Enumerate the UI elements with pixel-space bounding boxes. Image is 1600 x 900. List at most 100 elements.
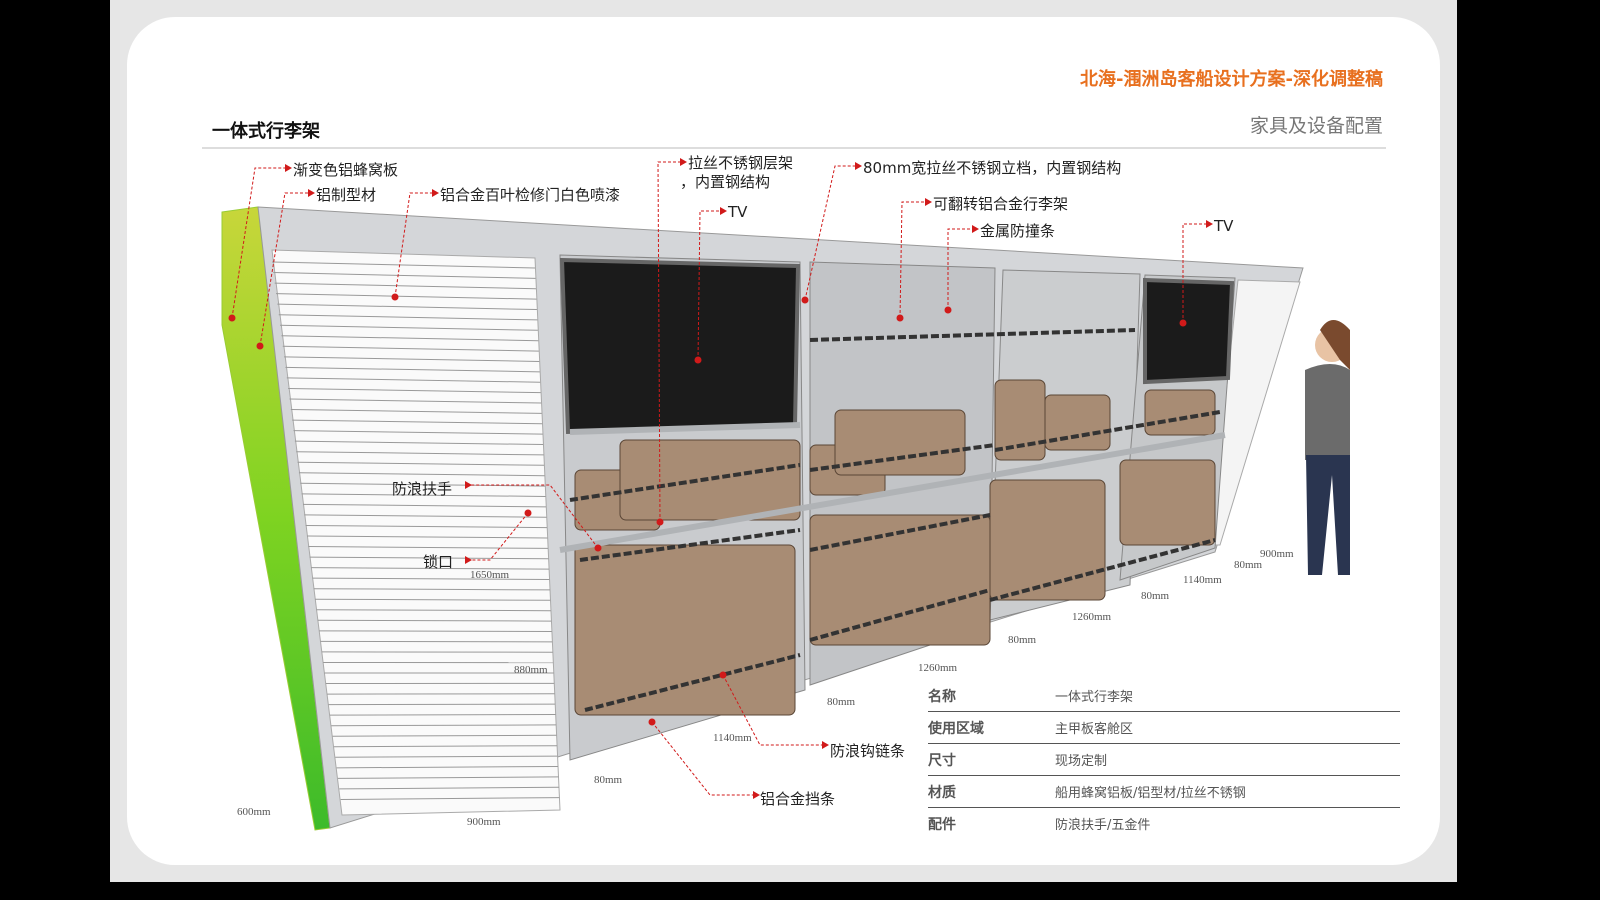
project-title: 北海-涠洲岛客船设计方案-深化调整稿 — [1080, 69, 1383, 90]
dim-label: 80mm — [827, 696, 856, 708]
spec-value: 主甲板客舱区 — [1055, 722, 1134, 737]
spec-key: 使用区域 — [928, 720, 984, 737]
callout-label: 可翻转铝合金行李架 — [933, 195, 1068, 213]
suitcase — [619, 439, 801, 521]
callout-leader — [651, 721, 753, 796]
spec-value: 船用蜂窝铝板/铝型材/拉丝不锈钢 — [1055, 786, 1246, 801]
louver-slat — [281, 335, 539, 342]
louver-slat — [276, 293, 537, 300]
louver-slat — [301, 493, 546, 497]
dim-label: 900mm — [1260, 548, 1294, 560]
louver-slat — [304, 514, 547, 518]
spec-row: 使用区域 主甲板客舱区 — [928, 712, 1400, 744]
louver-slat — [319, 630, 552, 632]
dim-label: 1260mm — [918, 662, 958, 674]
dim-label: 1140mm — [1183, 574, 1222, 586]
callout-leader — [722, 674, 822, 746]
page-title: 一体式行李架 — [212, 121, 320, 142]
callout-dot — [256, 342, 264, 350]
callout-dot — [944, 306, 952, 314]
louver-slat — [313, 588, 550, 591]
louver-slat — [288, 387, 541, 394]
callout-label: 铝合金挡条 — [760, 790, 835, 808]
suitcase — [1044, 394, 1111, 451]
spec-key: 名称 — [928, 688, 956, 705]
divider — [202, 147, 1386, 149]
callout-arrow — [822, 741, 829, 749]
callout-arrow — [1206, 220, 1213, 228]
louver-slat — [340, 797, 560, 800]
louver-slat — [335, 755, 558, 758]
spec-key: 尺寸 — [928, 752, 956, 769]
callout-arrow — [285, 164, 292, 172]
spec-row: 名称一体式行李架 — [928, 680, 1400, 712]
louver-slat — [285, 366, 540, 373]
callout-label: ，内置钢结构 — [680, 173, 770, 191]
handrails — [559, 422, 1226, 553]
louver-slat — [302, 503, 547, 508]
callout-arrow — [972, 225, 979, 233]
callout-arrow — [308, 189, 315, 197]
louver-slat — [305, 524, 548, 529]
suitcase — [989, 479, 1106, 601]
callout-leader — [697, 210, 720, 361]
louver-slat — [296, 451, 544, 456]
louver-slat — [317, 619, 552, 622]
callout-arrow — [925, 198, 932, 206]
spec-row: 配件防浪扶手/五金件 — [928, 808, 1400, 839]
callout-leader — [947, 228, 972, 310]
callout-dot — [1179, 319, 1187, 327]
louver-slat — [274, 282, 536, 290]
tv-screen-left — [559, 257, 801, 435]
louver-slat — [297, 461, 545, 466]
suitcase — [834, 409, 966, 476]
callout-dot — [694, 356, 702, 364]
gradient-side-panel — [221, 206, 331, 831]
callout-dot — [896, 314, 904, 322]
callout-leader — [1182, 223, 1206, 323]
callout-label: 防浪钩链条 — [830, 742, 905, 760]
callout-arrow — [753, 791, 760, 799]
luggage-items — [574, 379, 1216, 716]
dim-label: 80mm — [1234, 559, 1263, 571]
spec-row: 材质船用蜂窝铝板/铝型材/拉丝不锈钢 — [928, 776, 1400, 808]
callout-arrow — [855, 162, 862, 170]
callout-label: 铝合金百叶检修门白色喷漆 — [440, 186, 620, 204]
dim-label: 1650mm — [470, 569, 510, 581]
dim-label: 900mm — [467, 816, 501, 828]
dim-label: 1260mm — [1072, 611, 1112, 623]
callout-leaders — [231, 161, 1206, 796]
spec-value: 防浪扶手/五金件 — [1055, 818, 1151, 833]
louver-slat — [298, 472, 545, 477]
louver-slat — [311, 567, 549, 570]
spec-value: 现场定制 — [1055, 754, 1108, 769]
callout-label: 锁口 — [423, 553, 453, 571]
louver-slat — [273, 272, 536, 279]
callout-labels: 渐变色铝蜂窝板 铝制型材 铝合金百叶检修门白色喷漆 拉丝不锈钢层架 ，内置钢结构… — [293, 154, 1234, 808]
louver-slat — [278, 314, 538, 321]
dim-label: 80mm — [1008, 634, 1037, 646]
callout-leader — [465, 484, 599, 549]
callout-dot — [801, 296, 809, 304]
callout-arrow — [680, 158, 687, 166]
callout-leader — [259, 192, 308, 347]
callout-leader — [657, 161, 680, 523]
louver-slat — [312, 577, 550, 581]
louver-slat — [329, 714, 556, 716]
callout-arrow — [720, 207, 727, 215]
louver-slat — [309, 556, 549, 560]
callout-label: TV — [727, 203, 748, 221]
callout-dot — [656, 518, 664, 526]
louver-slat — [332, 734, 557, 737]
dim-label: 880mm — [514, 664, 548, 676]
dim-label: 600mm — [237, 806, 271, 818]
callout-dot — [228, 314, 236, 322]
louver-slat — [308, 546, 548, 549]
louver-slat — [333, 745, 558, 748]
louver-slat — [294, 440, 544, 446]
callout-leader — [394, 192, 432, 298]
louver-slat — [300, 482, 546, 487]
suitcase — [574, 544, 796, 716]
louver-slat — [277, 303, 537, 311]
suitcase — [1144, 389, 1216, 436]
